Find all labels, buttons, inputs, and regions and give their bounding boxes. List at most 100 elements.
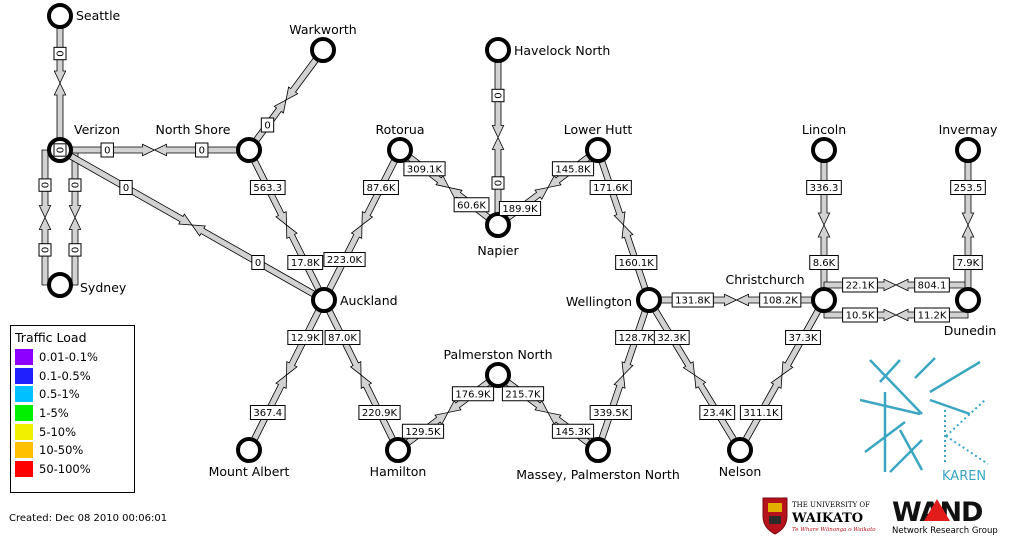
link-bandwidth-text: 309.1K bbox=[407, 164, 443, 175]
legend-label: 0.5-1% bbox=[39, 387, 80, 402]
node-circle bbox=[811, 287, 837, 313]
link-bandwidth-text: 145.8K bbox=[555, 164, 591, 175]
node-wellington: Wellington bbox=[566, 287, 662, 313]
link-label: 0 bbox=[251, 255, 265, 270]
link-label: 32.3K bbox=[653, 330, 690, 345]
node-label: Nelson bbox=[719, 464, 762, 479]
link-label-box bbox=[785, 330, 821, 345]
link-wellington-nelson bbox=[645, 297, 744, 453]
node-northshore: North Shore bbox=[156, 122, 262, 163]
link-label: 128.7K bbox=[615, 330, 658, 345]
link-label: 12.9K bbox=[287, 330, 324, 345]
node-circle bbox=[236, 137, 262, 163]
link-label: 23.4K bbox=[699, 405, 736, 420]
link-label-box bbox=[38, 178, 52, 192]
link-label-box bbox=[358, 405, 401, 420]
link-bandwidth-text: 311.1K bbox=[743, 408, 779, 419]
link-label: 0 bbox=[68, 178, 82, 192]
link-bandwidth-text: 0 bbox=[123, 183, 129, 194]
link-bandwidth-text: 563.3 bbox=[253, 183, 282, 194]
link-bandwidth-text: 23.4K bbox=[703, 408, 732, 419]
link-bandwidth-text: 10.5K bbox=[846, 311, 875, 322]
link-label: 171.6K bbox=[589, 180, 632, 195]
wand-logo-subtitle: Network Research Group bbox=[892, 526, 998, 536]
link-label: 0 bbox=[38, 243, 52, 257]
link-label-box bbox=[363, 180, 399, 195]
node-label: Dunedin bbox=[944, 323, 997, 338]
link-rotorua-auckland bbox=[320, 148, 404, 302]
link-bandwidth-text: 8.6K bbox=[813, 258, 836, 269]
waikato-line2: WAIKATO bbox=[791, 511, 863, 526]
link-label-box bbox=[68, 243, 82, 257]
legend-swatch bbox=[15, 349, 33, 366]
link-bandwidth-text: 0 bbox=[255, 258, 261, 269]
link-wellington-massey bbox=[594, 298, 653, 452]
link-bandwidth-text: 171.6K bbox=[593, 183, 629, 194]
link-bandwidth-text: 804.1 bbox=[918, 281, 947, 292]
link-bandwidth-text: 145.3K bbox=[555, 427, 591, 438]
link-label: 336.3 bbox=[806, 180, 842, 195]
node-christchurch: Christchurch bbox=[725, 272, 837, 313]
link-bandwidth-text: 0 bbox=[199, 146, 205, 157]
link-bandwidth-text: 22.1K bbox=[846, 281, 875, 292]
link-label-box bbox=[251, 255, 265, 270]
node-label: Napier bbox=[477, 243, 519, 258]
link-hamilton-palmerston bbox=[395, 372, 501, 453]
link-label: 87.6K bbox=[363, 180, 399, 195]
link-label: 87.0K bbox=[324, 330, 361, 345]
link-label-box bbox=[589, 180, 632, 195]
link-label: 0 bbox=[260, 117, 275, 133]
link-label: 145.8K bbox=[551, 161, 595, 177]
link-label-box bbox=[914, 277, 950, 293]
link-label-box bbox=[671, 292, 714, 308]
node-label: Mount Albert bbox=[209, 464, 290, 479]
link-bandwidth-text: 12.9K bbox=[291, 333, 320, 344]
link-bandwidth-text: 37.3K bbox=[789, 333, 818, 344]
link-bandwidth-text: 0 bbox=[41, 182, 52, 188]
waikato-line3: Te Whare Wānanga o Waikato bbox=[792, 527, 876, 533]
legend-item: 10-50% bbox=[15, 441, 134, 460]
node-sydney: Sydney bbox=[47, 272, 127, 298]
link-label-box bbox=[914, 307, 950, 323]
link-bandwidth-text: 215.7K bbox=[505, 389, 541, 400]
link-bandwidth-text: 0 bbox=[56, 50, 67, 56]
link-label-box bbox=[195, 142, 209, 158]
link-label: 0 bbox=[53, 46, 67, 61]
node-circle bbox=[636, 287, 662, 313]
link-label-box bbox=[615, 255, 658, 270]
link-label: 0 bbox=[53, 143, 67, 157]
link-label-box bbox=[653, 330, 690, 345]
link-label: 129.5K bbox=[401, 423, 445, 439]
node-seattle: Seattle bbox=[47, 3, 121, 29]
link-bandwidth-text: 131.8K bbox=[675, 296, 711, 307]
created-timestamp: Created: Dec 08 2010 00:06:01 bbox=[9, 513, 168, 524]
link-verizon-seattle bbox=[53, 15, 67, 151]
link-label: 22.1K bbox=[842, 277, 878, 293]
legend-swatch bbox=[15, 460, 33, 477]
link-label: 563.3 bbox=[249, 180, 286, 195]
node-label: Havelock North bbox=[514, 43, 610, 58]
link-label-box bbox=[759, 292, 802, 308]
link-label-box bbox=[551, 161, 595, 177]
link-label: 215.7K bbox=[501, 386, 545, 402]
link-label-box bbox=[249, 405, 286, 420]
node-label: Massey, Palmerston North bbox=[516, 467, 680, 482]
link-verizon-sydney-1 bbox=[38, 149, 52, 286]
link-bandwidth-text: 0 bbox=[71, 247, 82, 253]
link-bandwidth-text: 0 bbox=[264, 121, 270, 132]
link-bandwidth-text: 0 bbox=[104, 146, 110, 157]
node-lowerhutt: Lower Hutt bbox=[564, 122, 632, 163]
node-label: North Shore bbox=[156, 122, 231, 137]
link-label-box bbox=[953, 255, 983, 270]
link-bandwidth-text: 108.2K bbox=[763, 296, 799, 307]
link-label: 176.9K bbox=[451, 386, 495, 402]
wand-logo: WAND Network Research Group bbox=[892, 497, 998, 536]
legend-item: 50-100% bbox=[15, 460, 134, 479]
legend-swatch bbox=[15, 386, 33, 403]
link-invermay-dunedin bbox=[961, 149, 975, 301]
legend-label: 0.01-0.1% bbox=[39, 350, 98, 365]
link-label: 0 bbox=[38, 178, 52, 192]
node-hamilton: Hamilton bbox=[370, 437, 426, 479]
link-label: 108.2K bbox=[759, 292, 802, 308]
link-label-box bbox=[38, 243, 52, 257]
